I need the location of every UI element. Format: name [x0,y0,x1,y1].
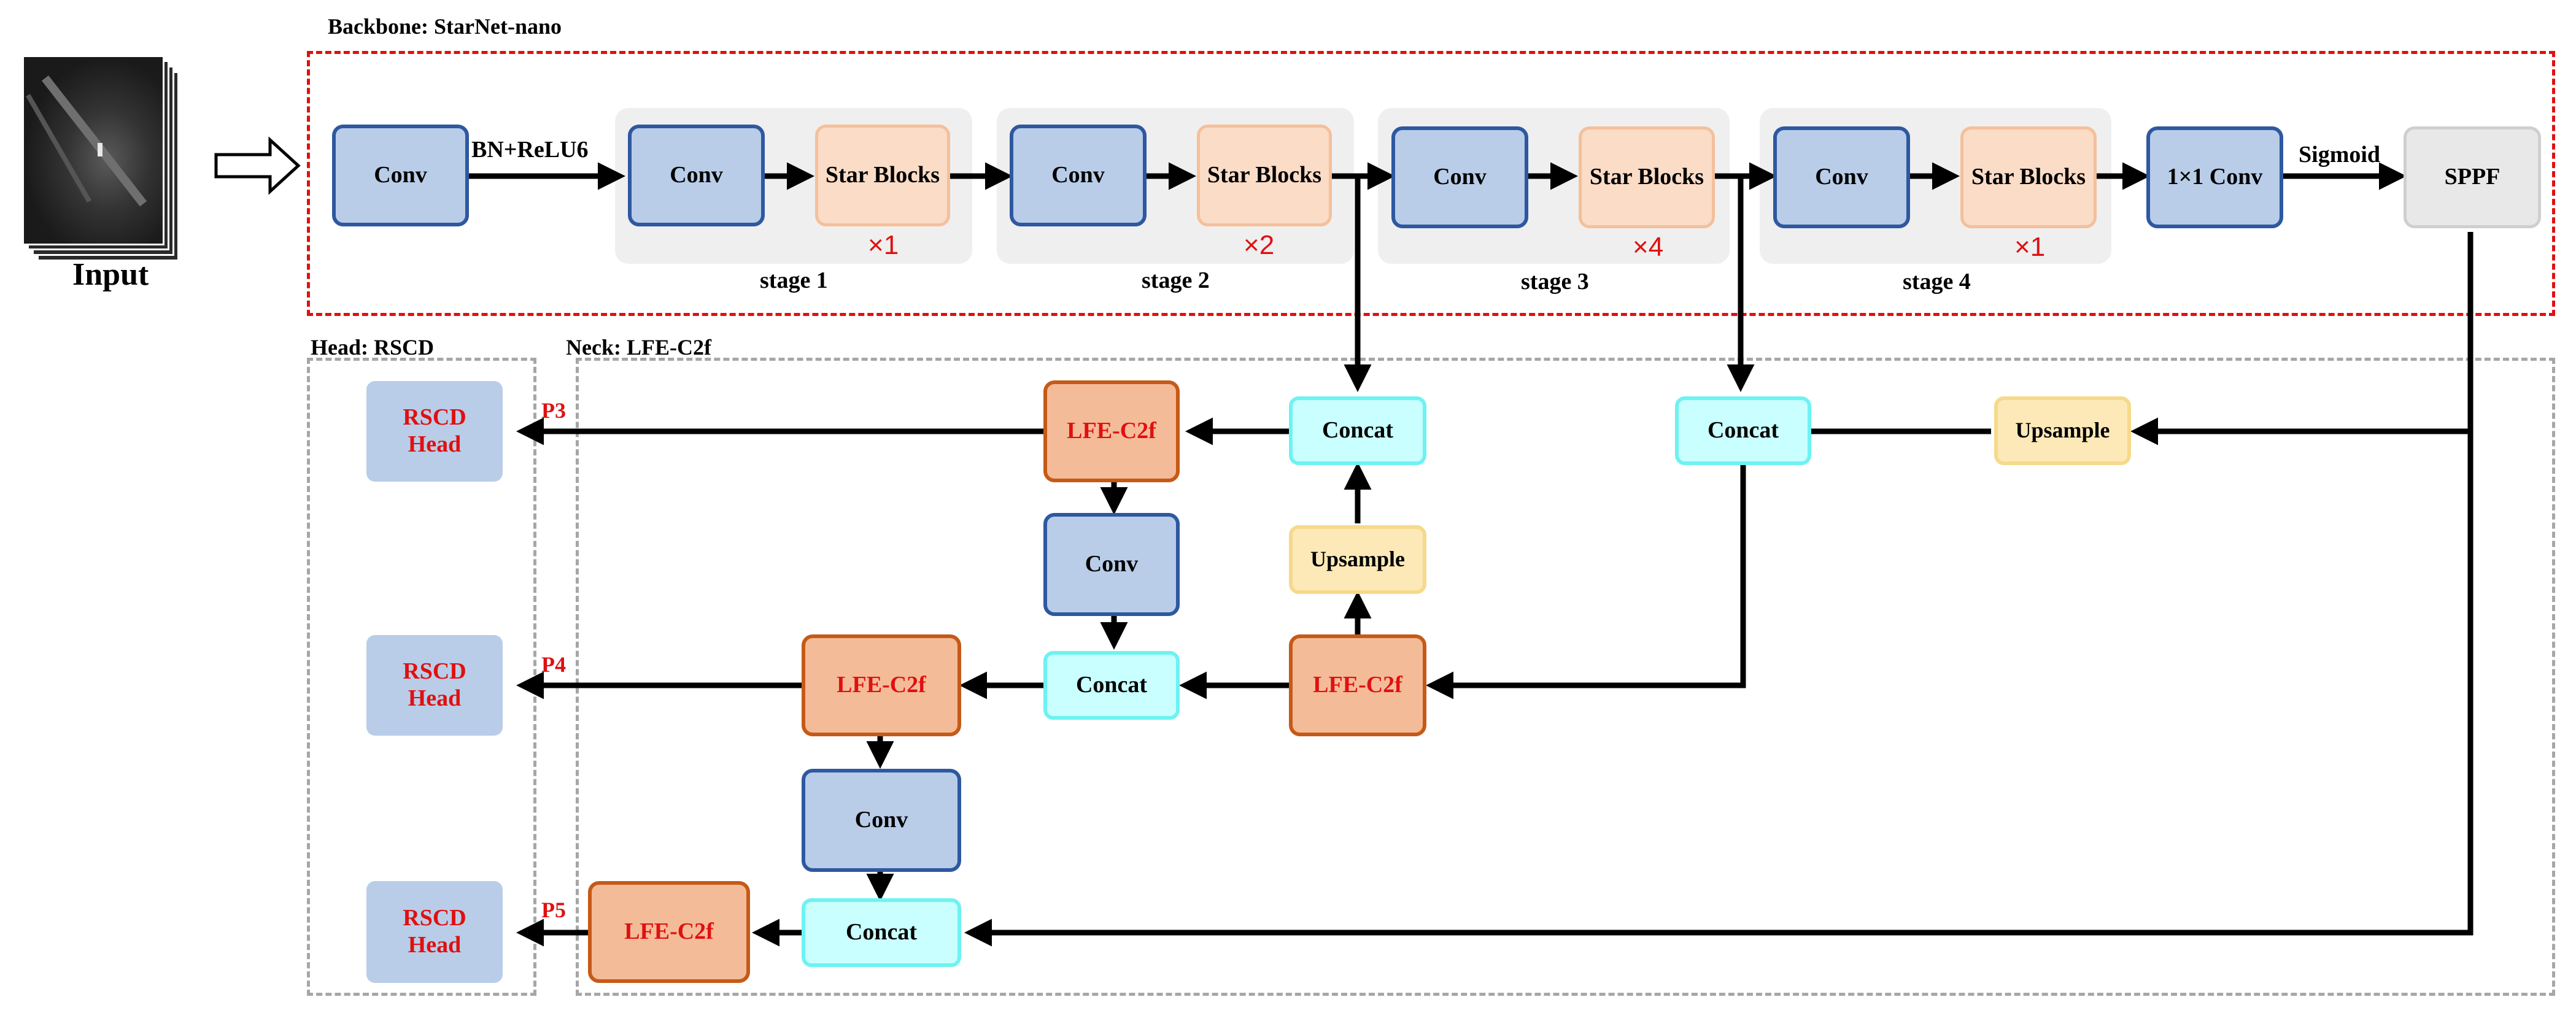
rscd-head-p4: RSCD Head [366,635,503,736]
stage1-label: stage 1 [760,268,828,293]
rscd-head-p5-line1: RSCD [403,905,466,931]
sigmoid-label: Sigmoid [2299,142,2381,168]
lfe-c2f-left: LFE-C2f [802,634,961,736]
input-arrow [214,136,301,195]
upsample-mid: Upsample [1289,525,1426,594]
p5-tag: P5 [541,898,566,922]
stage3-conv: Conv [1391,126,1528,228]
stage3-label: stage 3 [1521,269,1589,295]
concat-bottom: Concat [802,898,961,967]
rscd-head-p3-line2: Head [408,431,462,457]
stage1-star-blocks: Star Blocks [815,125,950,226]
p3-tag: P3 [541,398,566,423]
lfe-c2f-bottom: LFE-C2f [588,881,750,983]
rscd-head-p3-line1: RSCD [403,404,466,431]
concat-right: Concat [1675,396,1811,465]
rscd-head-p3: RSCD Head [366,381,503,482]
stage2-star-blocks: Star Blocks [1197,125,1332,226]
stage4-conv: Conv [1773,126,1910,228]
stage4-label: stage 4 [1903,269,1971,295]
backbone-frame [307,51,2555,316]
stage1-conv: Conv [628,125,765,226]
arrow-sppf-to-bottom-concat [964,232,2474,947]
stage3-star-blocks: Star Blocks [1579,126,1715,228]
rscd-head-p4-line2: Head [408,685,462,711]
rscd-head-p5-line2: Head [408,932,462,958]
concat-top: Concat [1289,396,1426,465]
lfe-c2f-mid: LFE-C2f [1289,634,1426,736]
stage2-label: stage 2 [1142,268,1210,293]
stage2-conv: Conv [1010,125,1147,226]
bn-relu6-label: BN+ReLU6 [471,137,589,163]
rscd-head-p4-line1: RSCD [403,658,466,685]
neck-title: Neck: LFE-C2f [566,335,711,360]
lfe-c2f-top: LFE-C2f [1043,380,1180,482]
neck-frame [576,358,2555,996]
stage1-repeat: ×1 [868,230,899,260]
input-image [22,55,164,245]
neck-conv-lower: Conv [802,769,961,872]
sppf: SPPF [2404,126,2541,228]
arrow-concat-to-lfe-mid [1426,465,1746,699]
head-title: Head: RSCD [311,335,435,360]
neck-conv-mid: Conv [1043,513,1180,616]
stage4-repeat: ×1 [2014,232,2046,262]
stage4-star-blocks: Star Blocks [1960,126,2097,228]
backbone-conv: Conv [332,125,469,226]
stage3-repeat: ×4 [1633,232,1664,262]
upsample-right: Upsample [1994,396,2131,465]
backbone-title: Backbone: StarNet-nano [328,14,562,39]
concat-mid: Concat [1043,651,1180,720]
conv-1x1: 1×1 Conv [2146,126,2283,228]
input-label: Input [72,257,149,292]
p4-tag: P4 [541,652,566,677]
rscd-head-p5: RSCD Head [366,881,503,983]
stage2-repeat: ×2 [1244,230,1275,260]
